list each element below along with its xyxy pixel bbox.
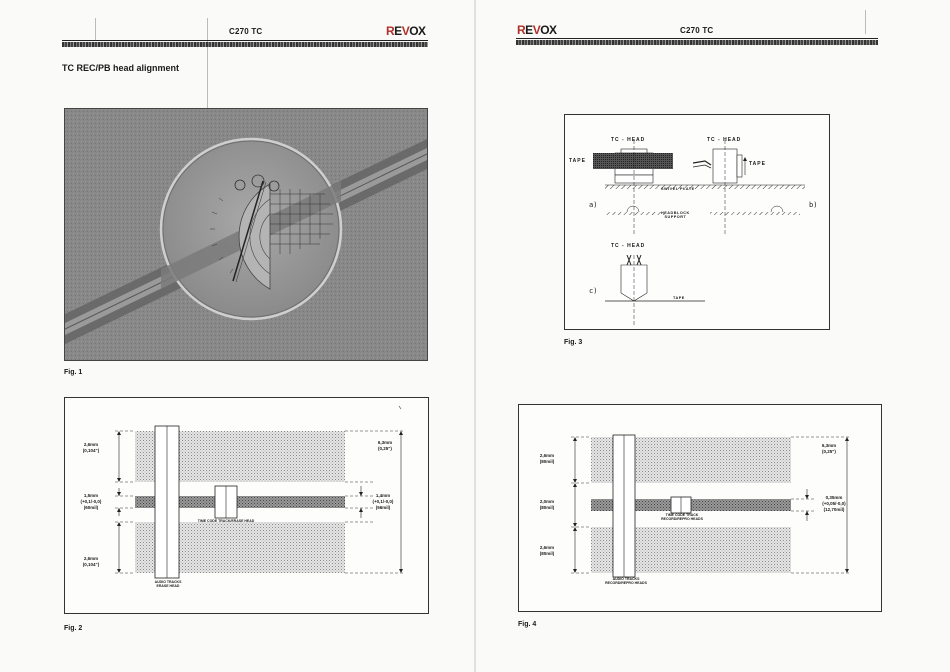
fig4-dim-mid: 2,0mm (80mil) xyxy=(539,499,555,510)
alignment-photo-graphic xyxy=(65,109,427,360)
crop-mark xyxy=(95,18,96,40)
brand-logo: REVOX xyxy=(517,23,557,37)
fig4-label-audio: AUDIO TRACKS RECORD/REPRO HEADS xyxy=(605,577,647,585)
fig2-caption: Fig. 2 xyxy=(64,625,83,632)
fig4-graphic xyxy=(571,434,849,578)
crop-mark xyxy=(865,10,866,34)
fig3-label-c: c) xyxy=(589,287,598,295)
page-spine xyxy=(474,0,476,672)
header-rule xyxy=(516,38,878,39)
header-rule xyxy=(62,40,428,41)
fig3-tape-c: TAPE xyxy=(673,296,685,300)
fig2-label-tc: TIME CODE TRACK/ERASE HEAD xyxy=(197,519,255,523)
fig3-headblock-support: HEADBLOCK SUPPORT xyxy=(661,211,690,219)
fig3-tc-head-a: TC - HEAD xyxy=(611,137,646,143)
fig3-tape-a: TAPE xyxy=(569,158,586,164)
fig3-graphic xyxy=(593,140,805,325)
fig4-dim-right-total: 6,3mm (0,25") xyxy=(821,443,837,454)
fig2-dim-right-center: 1,4mm (+0,1/-0,0) (56mil) xyxy=(372,493,394,510)
right-page: REVOX C270 TC xyxy=(476,0,950,672)
fig2-dim-top: 2,6mm (0,104") xyxy=(82,442,100,453)
fig2-graphic xyxy=(115,405,405,579)
fig4-caption: Fig. 4 xyxy=(518,621,537,628)
fig1-caption: Fig. 1 xyxy=(64,369,83,376)
fig3-label-b: b) xyxy=(809,201,818,209)
fig3-tc-head-b: TC - HEAD xyxy=(707,137,742,143)
alignment-photo xyxy=(64,108,428,361)
fig3-tape-b: TAPE xyxy=(749,161,766,167)
fig4-label-tc: TIME CODE TRACK RECORD/REPRO HEADS xyxy=(661,513,703,521)
fig4-dim-top: 2,6mm (80mil) xyxy=(539,453,555,464)
fig2-dim-mid: 1,5mm (+0,1/-0,0) (60mil) xyxy=(80,493,102,510)
fig2-dim-right-total: 6,3mm (0,25") xyxy=(377,440,393,451)
fig3-diagram: TC - HEAD TC - HEAD TC - HEAD TAPE TAPE … xyxy=(564,114,830,330)
brand-logo: REVOX xyxy=(386,24,426,38)
fig4-dim-bot: 2,6mm (80mil) xyxy=(539,545,555,556)
header-bar xyxy=(516,40,878,45)
header-model: C270 TC xyxy=(680,26,714,35)
left-page: C270 TC REVOX TC REC/PB head alignment xyxy=(0,0,474,672)
fig2-dim-bot: 2,6mm (0,104") xyxy=(82,556,100,567)
fig3-label-a: a) xyxy=(589,201,598,209)
fig2-diagram: 2,6mm (0,104") 1,5mm (+0,1/-0,0) (60mil)… xyxy=(64,397,429,614)
fig3-caption: Fig. 3 xyxy=(564,339,583,346)
fig4-diagram: 2,6mm (80mil) 2,0mm (80mil) 2,6mm (80mil… xyxy=(518,404,882,612)
fig3-tc-head-c: TC - HEAD xyxy=(611,243,646,249)
crop-mark xyxy=(207,18,208,108)
fig4-dim-right-center: 0,35mm (+0,05/-0,0) (12,70mil) xyxy=(822,495,846,512)
header-model: C270 TC xyxy=(229,27,263,36)
section-heading: TC REC/PB head alignment xyxy=(62,63,180,73)
fig3-swivel-plate: SWIVEL PLATE xyxy=(661,187,695,191)
header-bar xyxy=(62,42,428,47)
fig2-label-audio: AUDIO TRACKS ERASE HEAD xyxy=(154,580,182,588)
